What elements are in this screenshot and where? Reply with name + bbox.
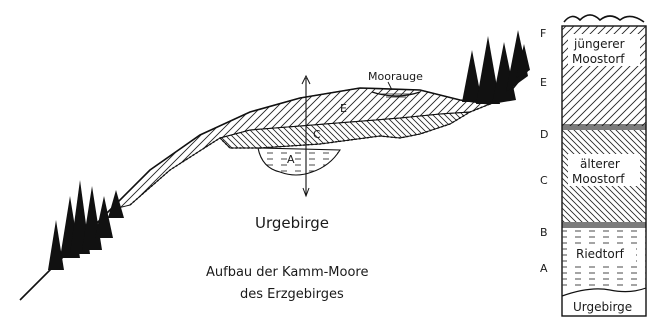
column-e-label-line2: Moostorf <box>572 52 625 66</box>
layer-a-letter: A <box>287 153 295 166</box>
layer-c-letter: C <box>313 128 321 141</box>
forest-left-icon <box>48 180 124 270</box>
stratigraphic-column: jüngerer Moostorf älterer Moostorf Riedt… <box>540 14 646 316</box>
forest-right-icon <box>462 30 530 104</box>
layer-a-sedge-peat <box>258 148 340 175</box>
bedrock-label: Urgebirge <box>255 214 329 232</box>
column-c-label-line1: älterer <box>580 157 620 171</box>
column-c-label-line2: Moostorf <box>572 172 625 186</box>
column-e-label-line1: jüngerer <box>573 37 625 51</box>
caption-line-1: Aufbau der Kamm-Moore <box>206 265 369 280</box>
moorauge-label: Moorauge <box>368 70 423 83</box>
caption-line-2: des Erzgebirges <box>240 287 344 302</box>
column-b-boundary <box>562 222 646 228</box>
level-e: E <box>540 76 547 89</box>
level-d: D <box>540 128 548 141</box>
level-f: F <box>540 27 546 40</box>
level-a: A <box>540 262 548 275</box>
level-b: B <box>540 226 548 239</box>
layer-e-letter: E <box>340 102 347 115</box>
level-c: C <box>540 174 548 187</box>
column-a-label: Riedtorf <box>576 247 625 261</box>
column-d-boundary <box>562 124 646 130</box>
cross-section: Moorauge E C A Urgebirge Aufbau d <box>20 30 530 302</box>
column-base-label: Urgebirge <box>573 300 632 314</box>
